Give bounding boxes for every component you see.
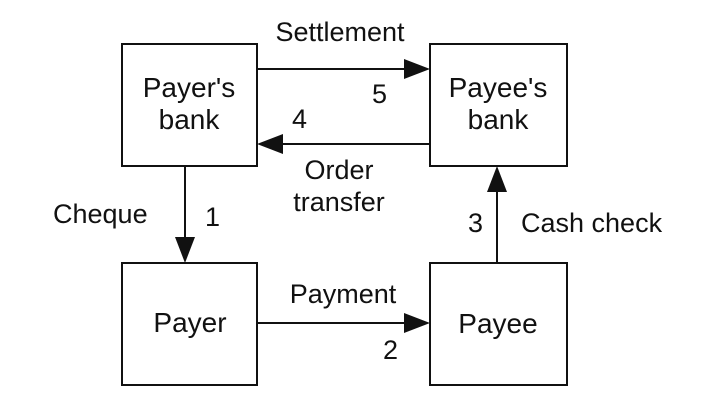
cheque-step-number: 1 [205,202,221,232]
cheque-arrowhead [175,237,195,263]
order-transfer-label-line1: Order [304,155,374,185]
cash-check-label: Cash check [521,208,663,238]
settlement-label: Settlement [275,17,405,47]
payee-box [429,262,568,386]
cheque-label: Cheque [53,199,148,229]
payers-bank-label-line1: Payer's [142,72,236,103]
payer-box [121,262,258,386]
order-transfer-arrowhead [257,134,283,154]
payees-bank-box [429,43,568,167]
order-transfer-step-number: 4 [292,104,308,134]
settlement-step-number: 5 [372,79,388,109]
settlement-arrowhead [404,59,430,79]
payment-step-number: 2 [383,335,399,365]
payment-label: Payment [289,279,397,309]
payers-bank-box [121,43,258,167]
payees-bank-label: Payee's bank [449,72,548,136]
cash-check-step-number: 3 [468,208,484,238]
cash-check-arrowhead [487,166,507,192]
order-transfer-label-line2: transfer [293,187,385,217]
payer-label: Payer [153,307,227,338]
payees-bank-label-line1: Payee's [448,72,548,103]
payment-arrowhead [404,313,430,333]
payers-bank-label-line2: bank [158,104,220,135]
payee-label: Payee [458,308,538,339]
payees-bank-label-line2: bank [467,104,529,135]
payers-bank-label: Payer's bank [143,72,236,136]
